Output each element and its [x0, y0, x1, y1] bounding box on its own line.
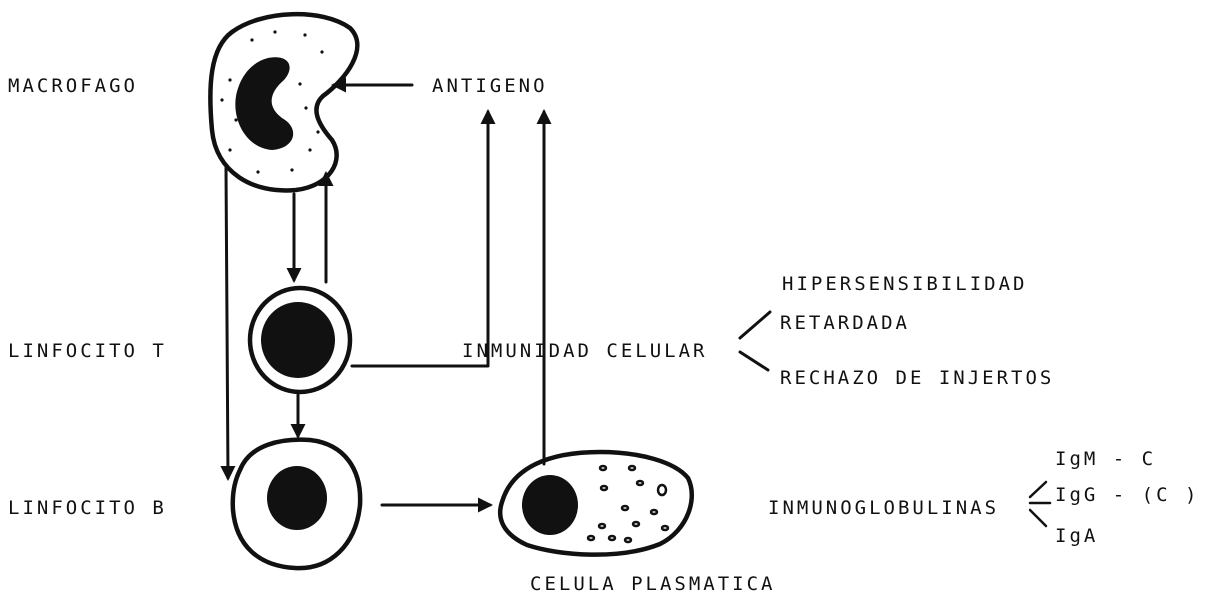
label-hipersensibilidad: HIPERSENSIBILIDAD [782, 273, 1027, 295]
lymphocyte-b-cell [233, 440, 360, 568]
label-antigeno: ANTIGENO [432, 75, 548, 97]
arrow-macrofago-to-linfocito-b [226, 168, 228, 478]
branch-rechazo [740, 352, 768, 370]
plasma-cell [500, 452, 692, 555]
label-linfocito-t: LINFOCITO T [8, 340, 167, 362]
label-inmunoglobulinas: INMUNOGLOBULINAS [768, 497, 999, 519]
arrow-inmunidad-to-antigeno [352, 112, 488, 366]
branch-igm [1030, 482, 1046, 497]
lymphocyte-t-cell [250, 288, 350, 392]
macrophage-cell [210, 14, 357, 190]
label-igm: IgM - C [1055, 448, 1156, 470]
branch-iga [1030, 510, 1046, 526]
label-celula-plasmatica: CELULA PLASMATICA [530, 573, 775, 595]
label-inmunidad-celular: INMUNIDAD CELULAR [462, 340, 707, 362]
label-retardada: RETARDADA [780, 312, 910, 334]
label-linfocito-b: LINFOCITO B [8, 497, 167, 519]
label-rechazo-de-injertos: RECHAZO DE INJERTOS [780, 367, 1054, 389]
branch-retardada [740, 312, 770, 338]
label-macrofago: MACROFAGO [8, 75, 138, 97]
label-igg: IgG - (C ) [1055, 484, 1199, 506]
label-iga: IgA [1055, 525, 1098, 547]
